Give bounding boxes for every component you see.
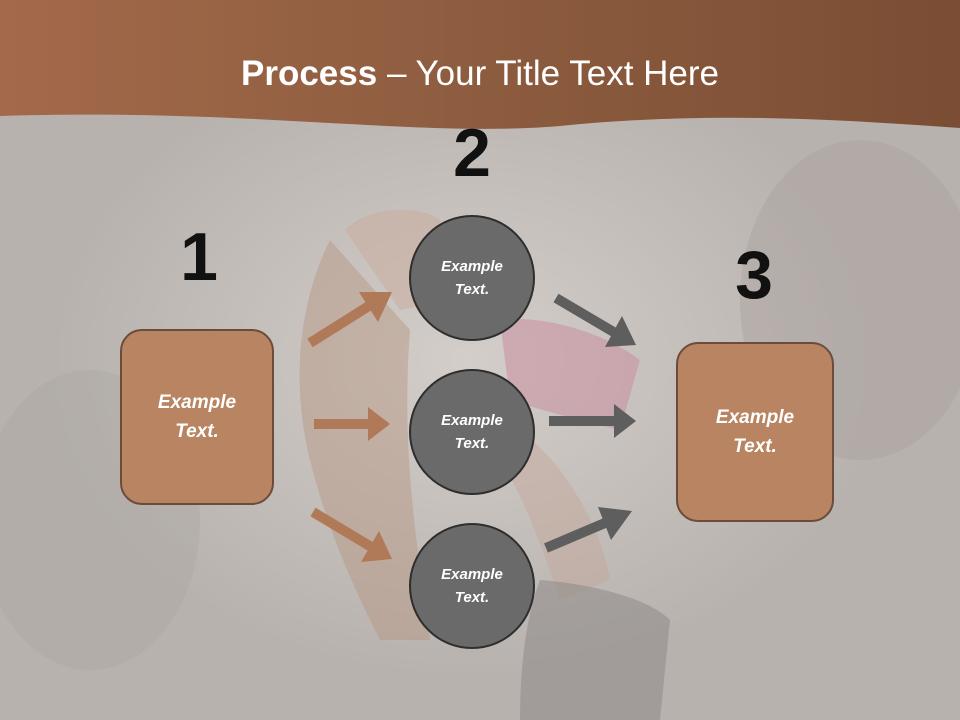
step-3-box: Example Text.: [676, 342, 834, 522]
step-1-box: Example Text.: [120, 329, 274, 505]
arrow-left-up: [307, 292, 392, 348]
arrow-left-mid: [314, 407, 390, 441]
title-bold: Process: [241, 54, 378, 93]
step-3-text: Example Text.: [715, 407, 795, 457]
step-number-3: 3: [735, 237, 773, 313]
page-title: Process – Your Title Text Here: [0, 52, 960, 96]
arrow-right-up: [544, 507, 632, 553]
title-rest: – Your Title Text Here: [377, 54, 719, 93]
step-2-circle-top: Example Text.: [409, 215, 535, 341]
circle-top-text: Example Text.: [441, 258, 503, 298]
arrow-left-down: [310, 507, 392, 562]
circle-bottom-text: Example Text.: [441, 566, 503, 606]
step-2-circle-middle: Example Text.: [409, 369, 535, 495]
header-band: [0, 0, 960, 129]
step-number-2: 2: [453, 115, 491, 191]
step-1-text: Example Text.: [157, 392, 237, 442]
step-number-1: 1: [180, 219, 218, 295]
arrow-right-down: [553, 293, 636, 347]
circle-middle-text: Example Text.: [441, 412, 503, 452]
step-2-circle-bottom: Example Text.: [409, 523, 535, 649]
arrow-right-mid: [549, 404, 636, 438]
